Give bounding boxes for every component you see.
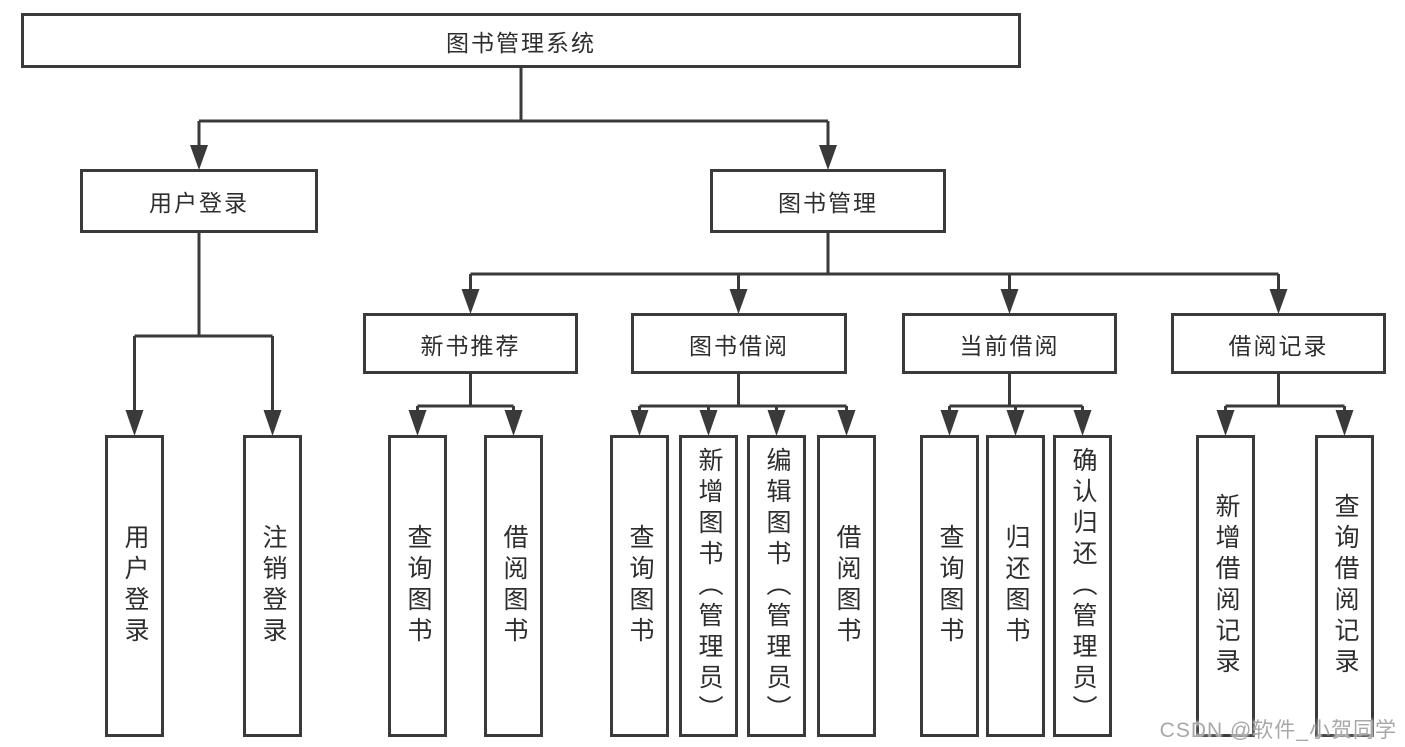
watermark: CSDN @软件_小贺同学 [1159, 719, 1397, 742]
leaf-query-borrow-record: 查询借阅记录 [1315, 435, 1374, 737]
edges-book-borrow [630, 374, 856, 436]
leaf-add-borrow-record-label: 新增借阅记录 [1212, 493, 1240, 679]
node-root-label: 图书管理系统 [446, 29, 596, 56]
leaf-current-query-book: 查询图书 [920, 435, 979, 737]
edges-root [190, 68, 837, 170]
leaf-logout: 注销登录 [243, 435, 302, 737]
node-book-management: 图书管理 [710, 169, 946, 233]
leaf-borrow-query-book: 查询图书 [610, 435, 669, 737]
leaf-current-query-book-label: 查询图书 [936, 524, 964, 648]
leaf-add-book-admin: 新增图书（管理员） [679, 435, 738, 737]
leaf-return-book: 归还图书 [986, 435, 1045, 737]
node-root: 图书管理系统 [21, 13, 1021, 68]
leaf-recommend-query-book-label: 查询图书 [404, 524, 432, 648]
node-user-login-label: 用户登录 [149, 190, 249, 216]
leaf-add-book-admin-label: 新增图书（管理员） [695, 446, 723, 726]
node-book-management-label: 图书管理 [778, 190, 878, 216]
node-borrow-record-label: 借阅记录 [1228, 332, 1329, 359]
leaf-borrow-book: 借阅图书 [817, 435, 876, 737]
leaf-recommend-borrow-book: 借阅图书 [484, 435, 543, 737]
leaf-recommend-query-book: 查询图书 [388, 435, 447, 737]
node-borrow-record: 借阅记录 [1171, 313, 1386, 374]
node-book-borrow-label: 图书借阅 [689, 332, 789, 359]
node-new-book-recommend-label: 新书推荐 [420, 332, 521, 359]
leaf-recommend-borrow-book-label: 借阅图书 [500, 524, 528, 648]
leaf-edit-book-admin: 编辑图书（管理员） [747, 435, 806, 737]
node-user-login: 用户登录 [80, 169, 318, 233]
node-new-book-recommend: 新书推荐 [363, 313, 578, 374]
node-book-borrow: 图书借阅 [631, 313, 847, 374]
edges-book-management [461, 233, 1288, 314]
edges-current-borrow [940, 374, 1092, 436]
leaf-query-borrow-record-label: 查询借阅记录 [1331, 493, 1359, 679]
leaf-borrow-book-label: 借阅图书 [833, 524, 861, 648]
edges-borrow-record [1216, 374, 1354, 436]
leaf-edit-book-admin-label: 编辑图书（管理员） [763, 446, 791, 726]
node-current-borrow-label: 当前借阅 [959, 332, 1060, 359]
edges-new-book-recommend [408, 374, 523, 436]
leaf-borrow-query-book-label: 查询图书 [626, 524, 654, 648]
leaf-return-book-label: 归还图书 [1002, 524, 1030, 648]
leaf-logout-label: 注销登录 [259, 524, 287, 648]
leaf-user-login: 用户登录 [105, 435, 164, 737]
leaf-confirm-return-admin: 确认归还（管理员） [1053, 435, 1112, 737]
leaf-user-login-label: 用户登录 [121, 524, 149, 648]
leaf-confirm-return-admin-label: 确认归还（管理员） [1069, 446, 1097, 726]
node-current-borrow: 当前借阅 [902, 313, 1117, 374]
leaf-add-borrow-record: 新增借阅记录 [1196, 435, 1255, 737]
edges-user-login [125, 233, 282, 436]
